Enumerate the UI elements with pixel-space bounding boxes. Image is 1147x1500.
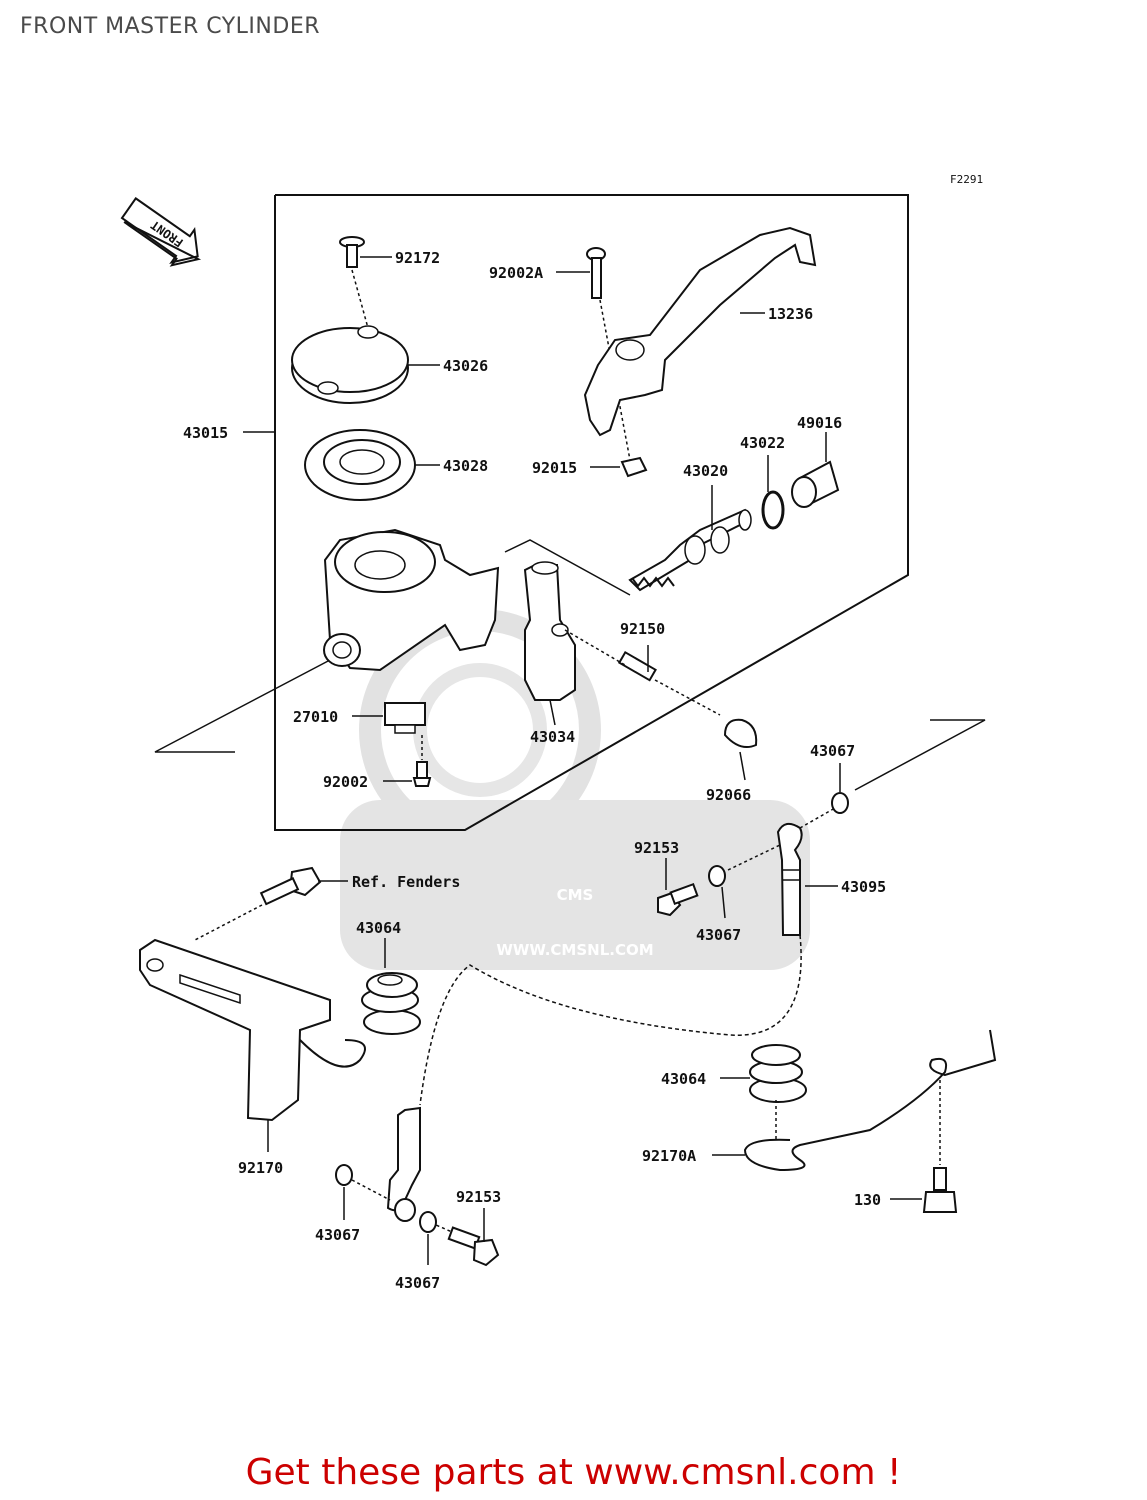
piston-43020: [628, 508, 752, 592]
watermark-brand: CMS: [557, 886, 594, 904]
bolt-130: [922, 1080, 958, 1213]
banjo-bolt-92153-lower: [447, 1226, 500, 1267]
circlip-43022: [761, 490, 785, 530]
callout-43028: 43028: [443, 457, 488, 475]
callout-130: 130: [854, 1191, 881, 1209]
callout-92015: 92015: [532, 459, 577, 477]
callout-43067-lower-right: 43067: [395, 1274, 440, 1292]
callout-92002: 92002: [323, 773, 368, 791]
washer-43067-top: [831, 792, 849, 814]
washer-43067-lower-right: [419, 1211, 437, 1233]
callout-92170: 92170: [238, 1159, 283, 1177]
banjo-bolt-92153-upper: [657, 882, 699, 917]
callout-27010: 27010: [293, 708, 338, 726]
reservoir-cap-43026: [291, 325, 409, 404]
guide-line-body: [504, 539, 631, 596]
fender-bolt: [194, 866, 322, 941]
page-title: FRONT MASTER CYLINDER: [20, 14, 321, 39]
figure-code: F2291: [950, 173, 983, 186]
guide-line-left: [154, 659, 331, 753]
grommet-43064-left: [361, 972, 421, 1035]
callout-49016: 49016: [797, 414, 842, 432]
brake-switch-27010: [384, 702, 426, 734]
callout-43064-right: 43064: [661, 1070, 706, 1088]
master-cylinder-body: [323, 528, 500, 672]
callout-92170A: 92170A: [642, 1147, 696, 1165]
washer-43067-mid: [708, 844, 781, 887]
nut-92015: [620, 456, 648, 478]
watermark: CMS WWW.CMSNL.COM: [340, 609, 810, 970]
brake-hose-lower-fitting: [351, 1106, 453, 1233]
washer-43067-lower-left: [335, 1164, 353, 1186]
callout-92153-lower: 92153: [456, 1188, 501, 1206]
cap-92066: [723, 718, 758, 748]
callout-43026: 43026: [443, 357, 488, 375]
screw-92172: [339, 236, 369, 329]
bracket-92170: [139, 938, 366, 1122]
callout-92153-upper: 92153: [634, 839, 679, 857]
bolt-92150: [564, 629, 721, 716]
assembly-box-outline: [274, 194, 909, 831]
brake-lever-13236: [583, 226, 817, 437]
callout-43064-left: 43064: [356, 919, 401, 937]
grommet-43064-right: [749, 1044, 807, 1140]
callout-43034: 43034: [530, 728, 575, 746]
callout-43022: 43022: [740, 434, 785, 452]
callout-92066: 92066: [706, 786, 751, 804]
footer-link[interactable]: Get these parts at www.cmsnl.com !: [245, 1452, 902, 1493]
callout-43067-top: 43067: [810, 742, 855, 760]
callout-43015: 43015: [183, 424, 228, 442]
callout-92002A: 92002A: [489, 264, 543, 282]
callout-ref-fenders: Ref. Fenders: [352, 873, 460, 891]
callout-43067-lower-left: 43067: [315, 1226, 360, 1244]
pivot-bolt-92002A: [586, 247, 631, 461]
guide-line-right: [854, 719, 986, 791]
parts-diagram: CMS WWW.CMSNL.COM F2291 FRONT 92172 4302…: [120, 173, 997, 1292]
brake-hose-43095: [419, 807, 836, 1106]
diaphragm-43028: [304, 429, 416, 501]
callout-43095: 43095: [841, 878, 886, 896]
callout-92172: 92172: [395, 249, 440, 267]
front-direction-arrow-icon: FRONT: [120, 196, 202, 267]
callout-13236: 13236: [768, 305, 813, 323]
watermark-url: WWW.CMSNL.COM: [496, 941, 653, 959]
clamp-92170A: [743, 1029, 997, 1172]
callout-43020: 43020: [683, 462, 728, 480]
holder-43034: [523, 561, 576, 701]
callout-92150: 92150: [620, 620, 665, 638]
dust-boot-49016: [791, 460, 840, 508]
screw-92002: [412, 735, 432, 787]
callout-43067-mid: 43067: [696, 926, 741, 944]
